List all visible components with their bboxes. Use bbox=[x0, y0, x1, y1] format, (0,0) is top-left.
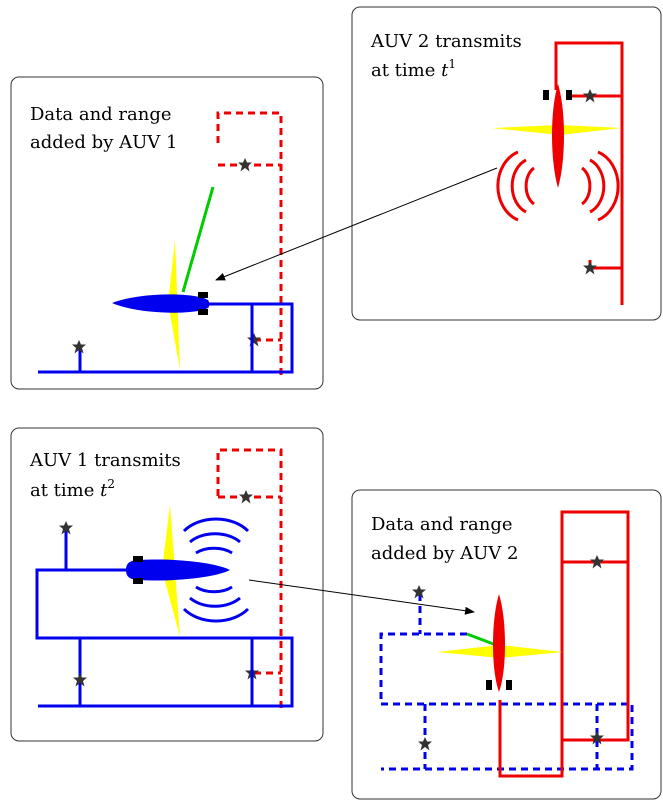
auv1-path bbox=[35, 530, 294, 708]
auv2-path-dashed bbox=[216, 448, 283, 708]
auv2-vehicle bbox=[437, 594, 563, 692]
range-line bbox=[466, 632, 497, 647]
auv2-path bbox=[554, 41, 624, 305]
panel2-time-var: t bbox=[441, 60, 449, 81]
panel2-line1: AUV 2 transmits bbox=[370, 31, 522, 52]
arrow-icon bbox=[248, 579, 475, 615]
range-line bbox=[181, 186, 215, 293]
panel2-line2-prefix: at time bbox=[371, 60, 441, 81]
panel3-time-var: t bbox=[100, 480, 108, 501]
panel1-line2: added by AUV 1 bbox=[30, 132, 177, 153]
panel-auv1-receive: Data and range added by AUV 1 bbox=[10, 76, 324, 390]
auv1-path bbox=[38, 302, 294, 374]
panel-auv1-transmit: AUV 1 transmits at time t2 bbox=[10, 427, 324, 742]
svg-text:at time t1: at time t1 bbox=[371, 57, 456, 81]
panel-auv2-transmit: AUV 2 transmits at time t1 bbox=[351, 6, 662, 321]
panel-auv2-receive: Data and range added by AUV 2 bbox=[351, 489, 662, 800]
panel1-line1: Data and range bbox=[30, 104, 172, 125]
auv2-path-dashed bbox=[216, 111, 283, 375]
panel3-line1: AUV 1 transmits bbox=[29, 450, 181, 471]
auv2-vehicle bbox=[492, 84, 622, 188]
panel3-time-sup: 2 bbox=[107, 477, 115, 491]
auv1-path-dashed bbox=[379, 594, 634, 771]
auv1-vehicle bbox=[112, 240, 210, 370]
panel3-line2-prefix: at time bbox=[30, 480, 100, 501]
signal-waves-icon bbox=[496, 150, 620, 222]
signal-waves-icon bbox=[182, 517, 250, 623]
panel4-line1: Data and range bbox=[371, 514, 513, 535]
arrow-icon bbox=[215, 167, 498, 281]
svg-text:at time t2: at time t2 bbox=[30, 477, 115, 501]
panel2-time-sup: 1 bbox=[448, 57, 456, 71]
auv1-vehicle bbox=[126, 505, 230, 637]
panel4-line2: added by AUV 2 bbox=[371, 543, 518, 564]
